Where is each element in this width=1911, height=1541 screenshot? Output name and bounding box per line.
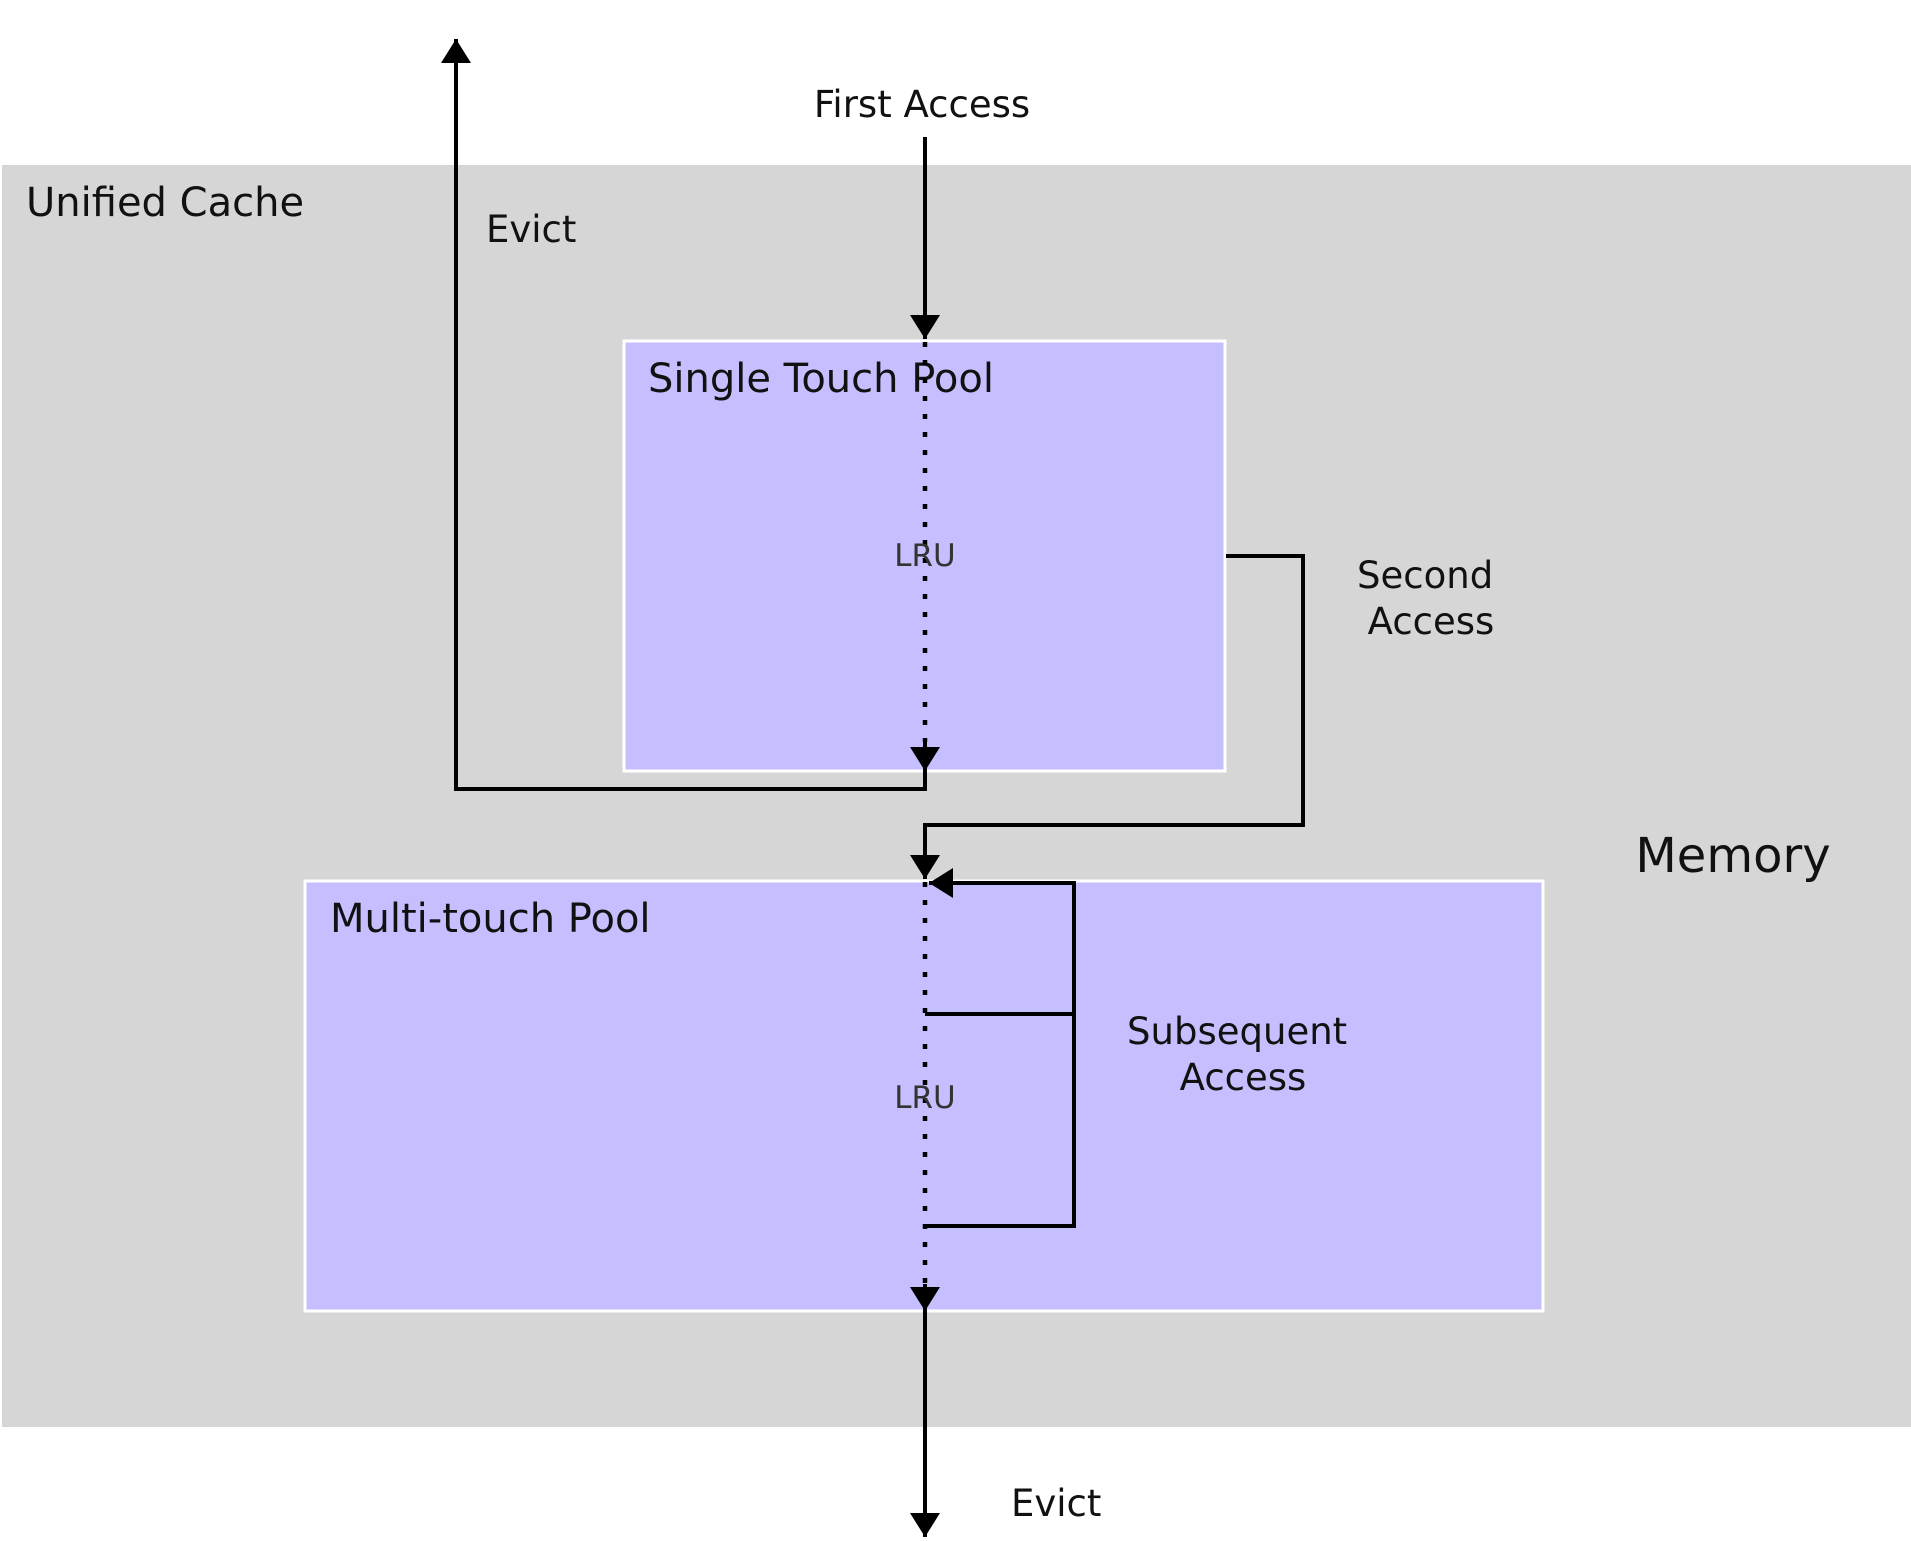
single-touch-pool-title: Single Touch Pool xyxy=(648,356,994,402)
single-pool-lru-label: LRU xyxy=(894,538,956,574)
subsequent-access-label: Subsequent Access xyxy=(1127,1010,1359,1099)
multi-touch-pool xyxy=(303,879,1545,1313)
second-access-label: Second Access xyxy=(1357,554,1505,643)
multi-touch-pool-title: Multi-touch Pool xyxy=(330,896,651,942)
unified-cache-label: Unified Cache xyxy=(26,180,304,226)
subsequent-access-loop-bottom xyxy=(925,1014,1076,1228)
single-touch-pool xyxy=(622,339,1227,773)
second-access-path xyxy=(910,554,1305,879)
first-access-label: First Access xyxy=(814,83,1030,126)
subsequent-access-loop-top xyxy=(925,868,1076,1016)
evict-bottom-label: Evict xyxy=(1011,1482,1101,1525)
memory-label: Memory xyxy=(1635,828,1830,884)
evict-top-label: Evict xyxy=(486,208,576,251)
multi-pool-lru-label: LRU xyxy=(894,1080,956,1116)
evict-up-path xyxy=(441,39,927,791)
